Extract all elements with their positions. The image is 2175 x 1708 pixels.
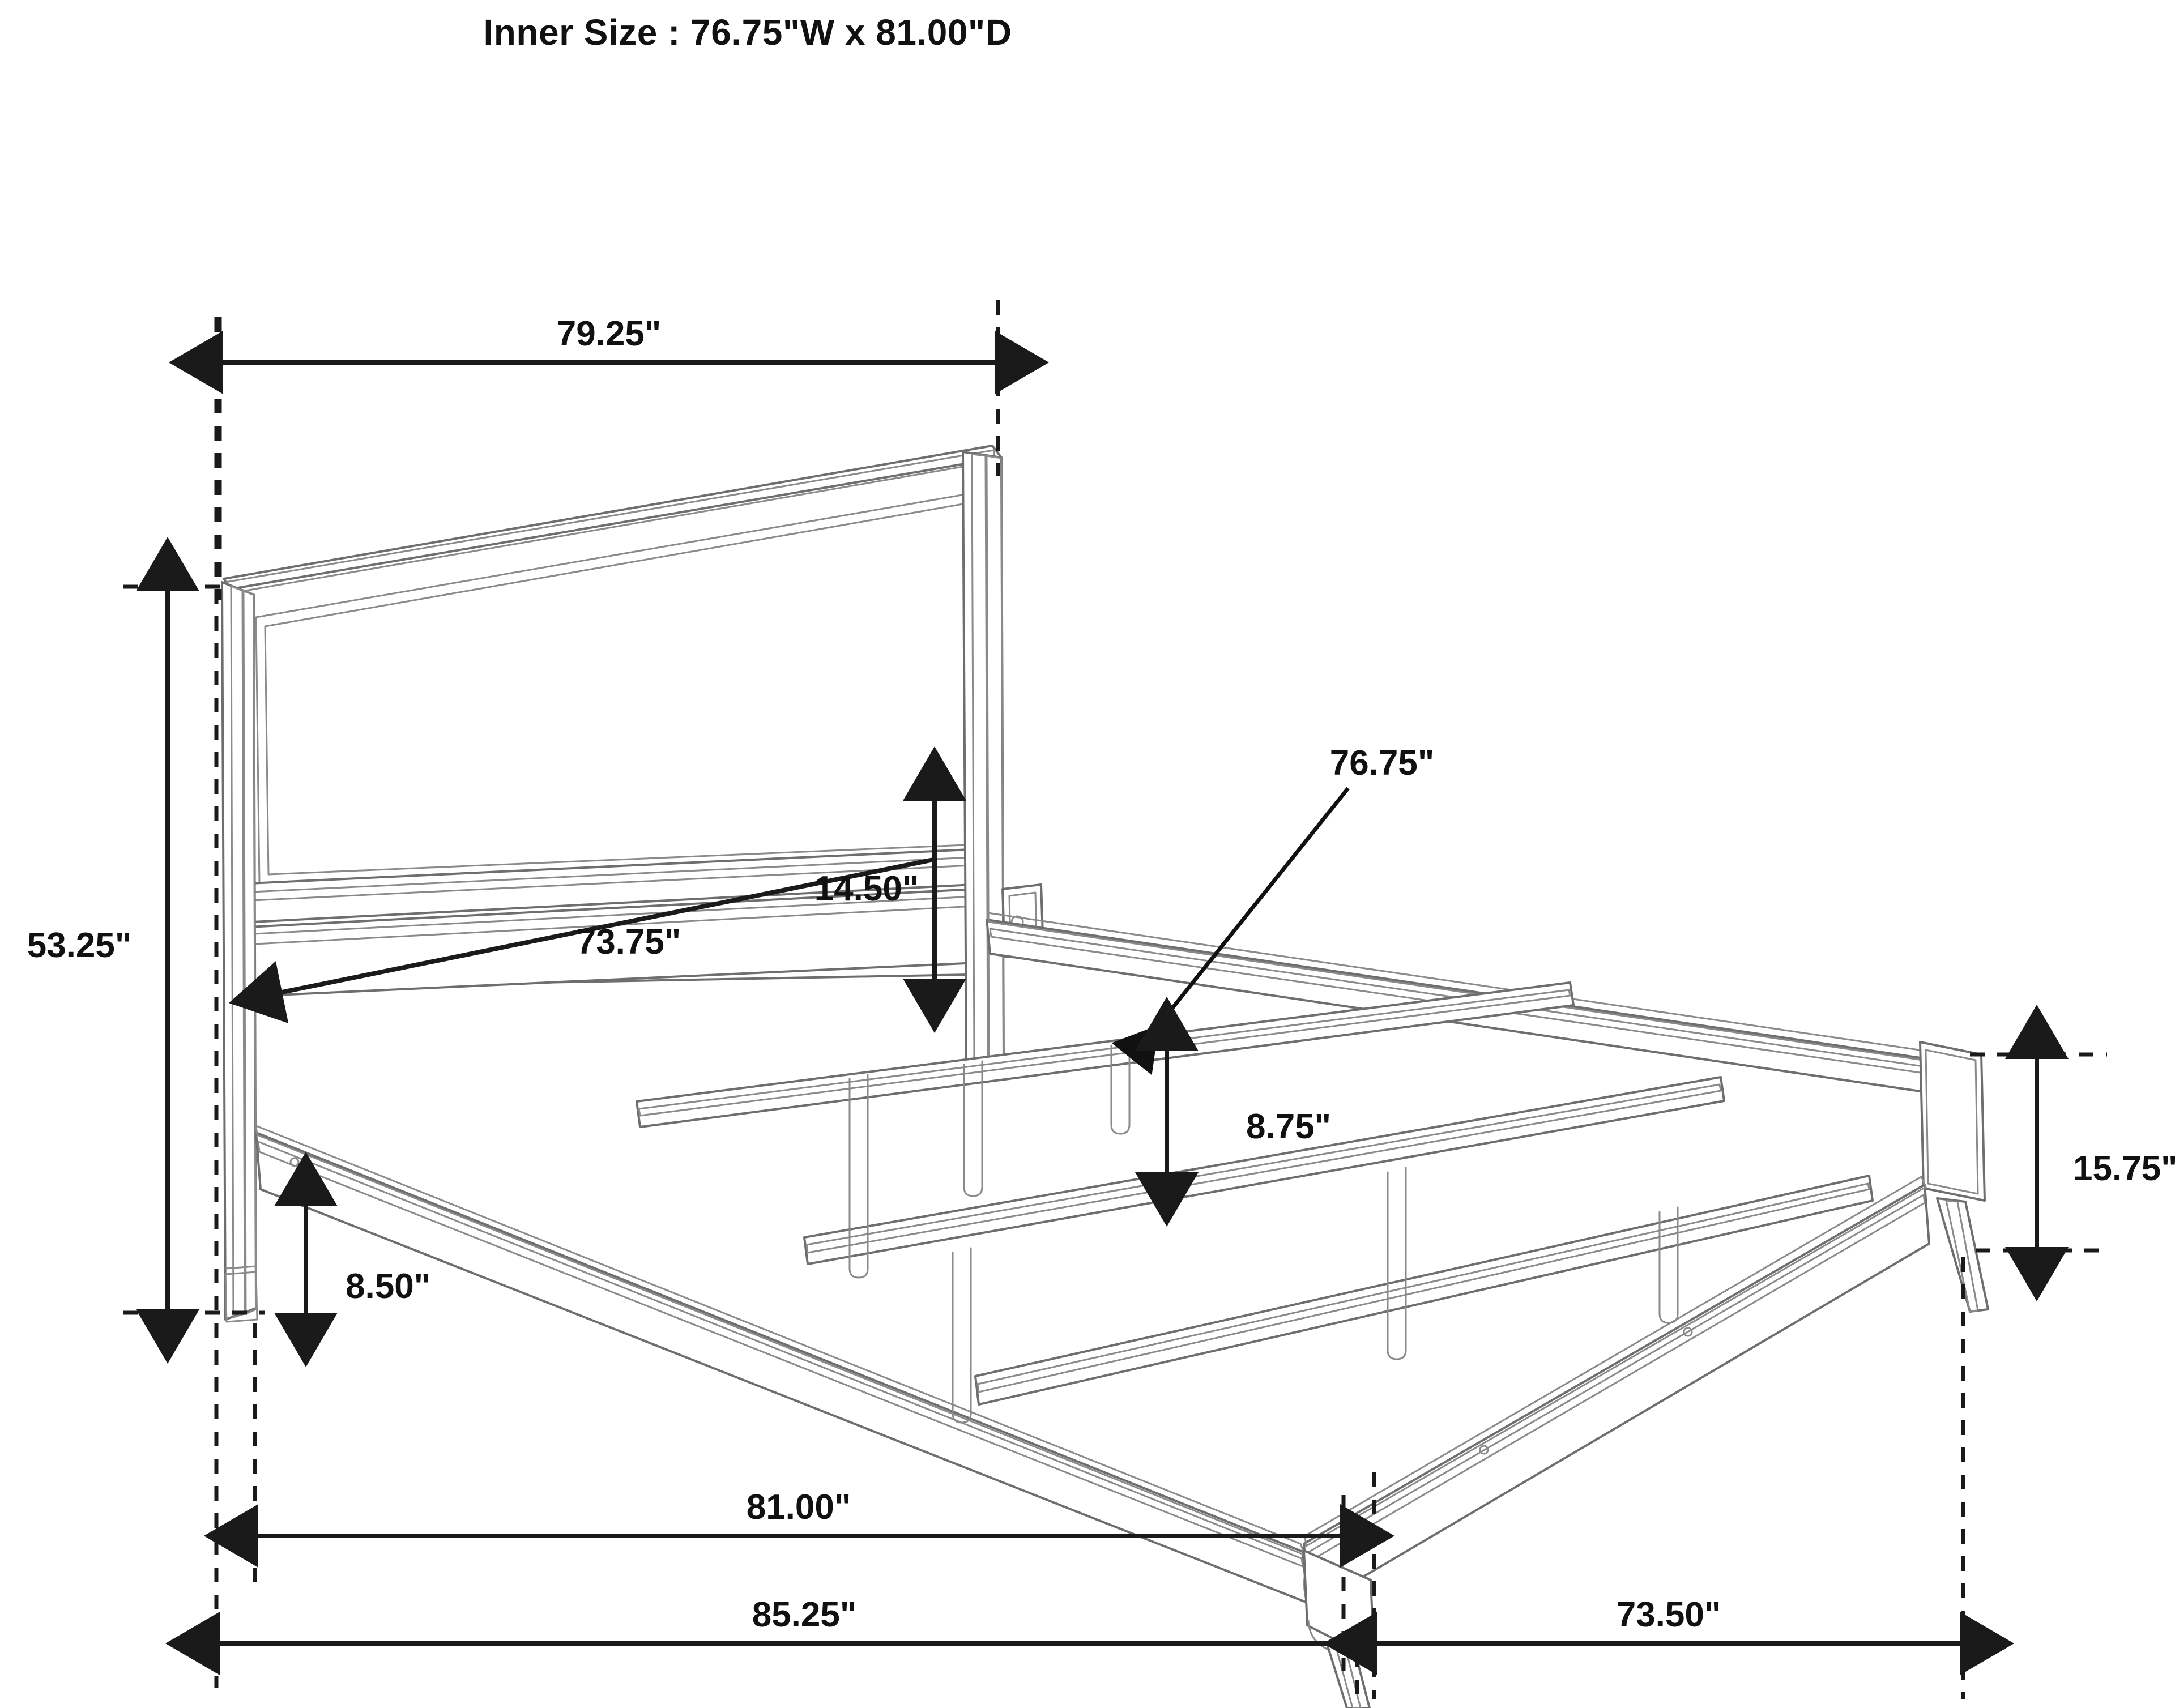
dimension-panel-width: 73.75" bbox=[228, 857, 934, 1023]
support-legs bbox=[848, 1042, 1679, 1424]
dimension-label-81-00: 81.00" bbox=[747, 1488, 851, 1527]
dimension-headboard-width: 79.25" bbox=[169, 300, 1049, 600]
dimension-inner-depth: 81.00" bbox=[204, 1323, 1394, 1671]
dimension-overall-depth: 85.25" bbox=[165, 317, 1359, 1699]
bed-illustration bbox=[221, 445, 1989, 1708]
headboard bbox=[221, 445, 1005, 1321]
center-support-rails bbox=[636, 981, 1874, 1406]
dimension-rail-clearance: 8.50" bbox=[274, 1152, 430, 1367]
page-title: Inner Size : 76.75"W x 81.00"D bbox=[483, 12, 1012, 53]
dimension-footboard-height: 15.75" bbox=[1970, 1005, 2175, 1301]
dimension-label-73-75: 73.75" bbox=[577, 923, 681, 962]
dimension-headboard-height: 53.25" bbox=[27, 537, 265, 1364]
dimension-label-76-75: 76.75" bbox=[1330, 744, 1435, 783]
dimension-label-15-75: 15.75" bbox=[2073, 1149, 2175, 1188]
dimension-label-14-50: 14.50" bbox=[814, 869, 919, 908]
dimension-label-85-25: 85.25" bbox=[752, 1595, 857, 1634]
dimension-label-73-50: 73.50" bbox=[1617, 1595, 1721, 1634]
dimension-label-53-25: 53.25" bbox=[27, 926, 132, 965]
dimension-footboard-width: 73.50" bbox=[1323, 1257, 2014, 1699]
dimension-label-8-50: 8.50" bbox=[346, 1267, 430, 1306]
dimension-slat-clearance: 8.75" bbox=[1135, 997, 1331, 1227]
dimension-label-8-75: 8.75" bbox=[1246, 1107, 1331, 1146]
dimension-label-79-25: 79.25" bbox=[557, 314, 662, 353]
dimension-lower-rail-height: 14.50" bbox=[814, 746, 966, 1033]
